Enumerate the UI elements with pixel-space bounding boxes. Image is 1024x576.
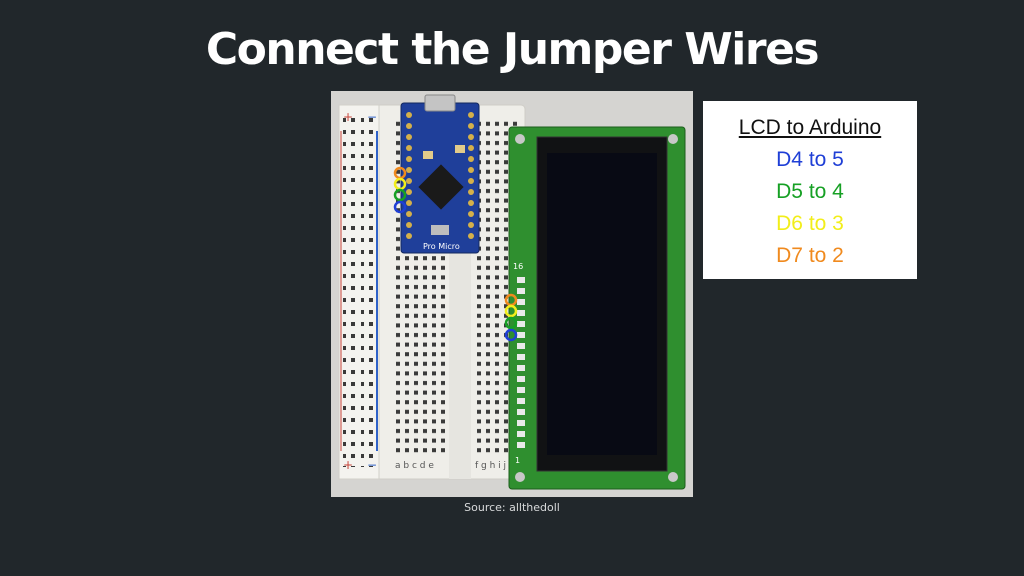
marker-green-lcd <box>504 316 518 330</box>
source-caption: Source: allthedoll <box>464 501 560 514</box>
plus-sign-bottom: + <box>343 458 353 472</box>
usb-connector <box>424 94 456 112</box>
lcd-pin-16-label: 16 <box>513 262 523 271</box>
marker-blue-arduino <box>393 200 407 214</box>
legend-title: LCD to Arduino <box>738 116 882 139</box>
legend-row-d5: D5 to 4 <box>776 180 844 203</box>
legend-row-d4: D4 to 5 <box>776 148 844 171</box>
lcd-screen <box>547 153 657 455</box>
slide-title: Connect the Jumper Wires <box>205 24 820 75</box>
arduino-pins <box>406 112 474 239</box>
marker-blue-lcd <box>504 328 518 342</box>
legend-row-d7: D7 to 2 <box>776 244 844 267</box>
minus-sign: − <box>367 110 377 124</box>
board-label: Pro Micro <box>423 242 460 251</box>
row-letters-right: f g h i j <box>475 461 506 471</box>
marker-yellow-lcd <box>504 304 518 318</box>
row-letters-left: a b c d e <box>395 461 434 471</box>
lcd-pin-1-label: 1 <box>515 456 520 465</box>
legend-row-d6: D6 to 3 <box>776 212 844 235</box>
marker-green-arduino <box>393 188 407 202</box>
pin-mapping-legend: LCD to Arduino D4 to 5 D5 to 4 D6 to 3 D… <box>703 101 917 279</box>
plus-sign: + <box>343 110 353 124</box>
lcd-pin-header <box>517 277 525 448</box>
minus-sign-bottom: − <box>367 458 377 472</box>
breadboard-illustration: + − + − a b c d e f g h i j Pro Micro <box>338 94 686 490</box>
breadboard-photo: + − + − a b c d e f g h i j Pro Micro <box>331 91 693 497</box>
